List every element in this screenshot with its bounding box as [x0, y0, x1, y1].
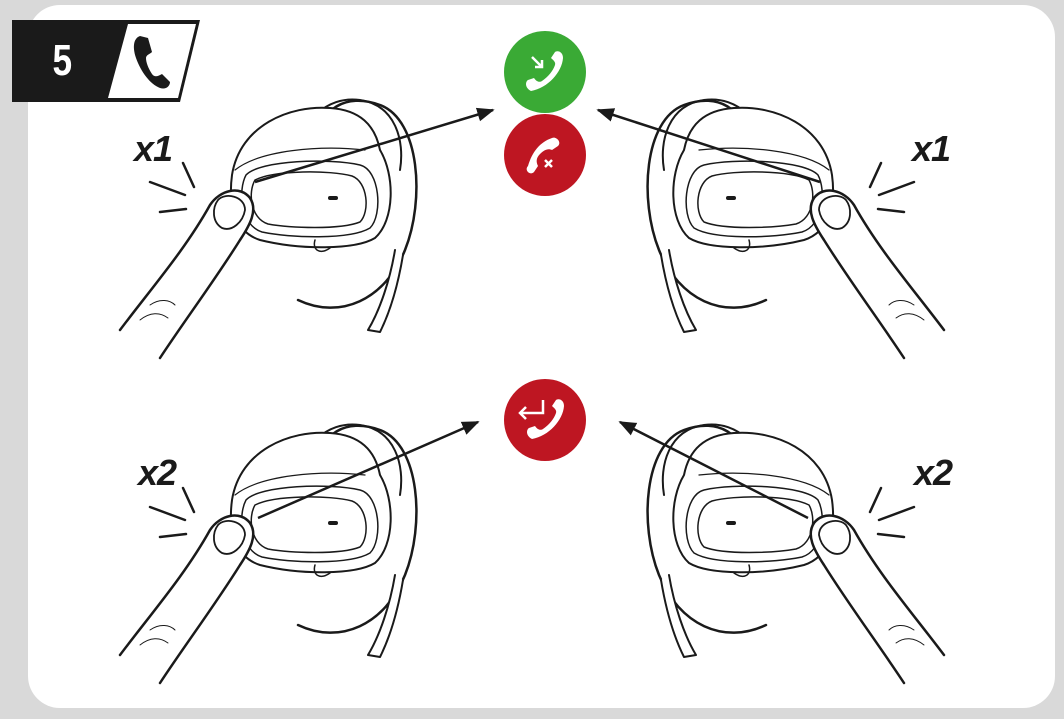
arrow-bottom-right [618, 420, 809, 520]
tap-count-top-left: x1 [134, 128, 173, 169]
tap-count-bottom-left: x2 [138, 452, 177, 493]
tap-count-top-right: x1 [912, 128, 951, 169]
tap-count-bottom-right: x2 [914, 452, 953, 493]
answer-call-icon [504, 31, 586, 113]
step-badge [12, 20, 200, 102]
arrow-top-left [254, 107, 495, 184]
phone-icon [133, 36, 170, 89]
arrow-top-right [596, 108, 821, 184]
earbud-top-right [645, 97, 946, 360]
arrow-bottom-left [257, 420, 480, 520]
reject-call-icon [504, 114, 586, 196]
redial-icon [504, 379, 586, 461]
step-number: 5 [52, 36, 73, 85]
earbud-bottom-right [645, 422, 946, 685]
